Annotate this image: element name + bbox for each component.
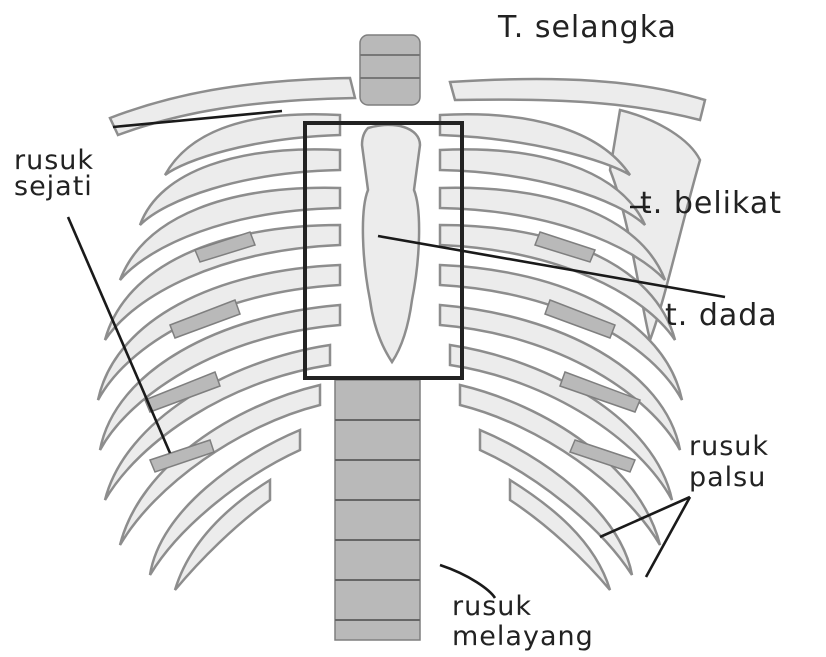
false-ribs-label-line2: palsu	[689, 464, 766, 492]
true-ribs-label-line2: sejati	[14, 173, 93, 201]
floating-ribs-label-line2: melayang	[452, 623, 594, 651]
cervical-spine	[360, 35, 420, 105]
lower-spine	[335, 380, 420, 640]
floating-ribs-label-line1: rusuk	[452, 593, 532, 621]
sternum-label: t. dada	[665, 302, 778, 330]
clavicle-label: T. selangka	[498, 14, 677, 42]
scapula-label: t. belikat	[640, 190, 782, 218]
false-ribs-label-line1: rusuk	[689, 433, 769, 461]
false-ribs-leader-2	[646, 497, 690, 577]
false-ribs-leader-1	[600, 497, 690, 537]
sternum	[362, 125, 420, 362]
